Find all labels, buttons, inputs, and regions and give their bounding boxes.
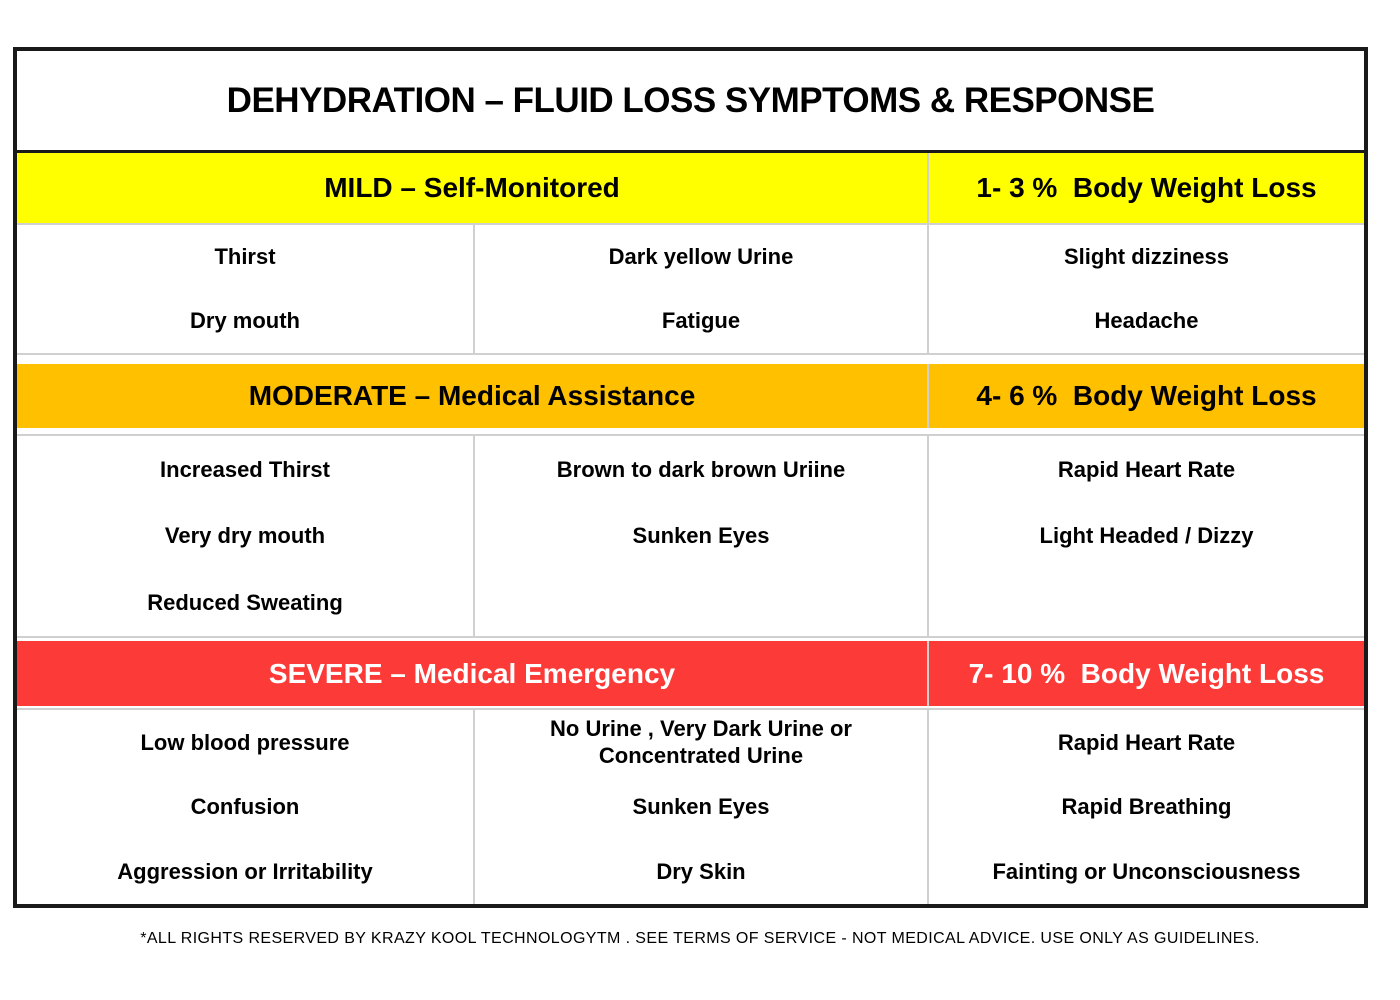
symptom-cell: Very dry mouth (164, 523, 326, 549)
severity-band-mild: MILD – Self-Monitored 1- 3 % Body Weight… (17, 153, 1364, 225)
symptom-cell: Fainting or Unconsciousness (992, 858, 1301, 884)
moderate-column-3: Rapid Heart Rate Light Headed / Dizzy (927, 436, 1364, 636)
severity-band-severe: SEVERE – Medical Emergency 7- 10 % Body … (17, 638, 1364, 710)
band-label-mild: MILD – Self-Monitored (17, 153, 927, 223)
mild-column-2: Dark yellow Urine Fatigue (473, 225, 927, 353)
band-weight-loss-mild: 1- 3 % Body Weight Loss (927, 153, 1364, 223)
symptom-cell: Thirst (214, 244, 276, 270)
symptom-cell: Dry Skin (656, 858, 746, 884)
severe-column-1: Low blood pressure Confusion Aggression … (17, 710, 473, 904)
severity-band-moderate: MODERATE – Medical Assistance 4- 6 % Bod… (17, 355, 1364, 436)
symptom-cell: Dark yellow Urine (608, 244, 794, 270)
symptom-cell: Sunken Eyes (632, 794, 770, 820)
footer-disclaimer: *ALL RIGHTS RESERVED BY KRAZY KOOL TECHN… (140, 930, 1260, 947)
symptom-cell: Light Headed / Dizzy (1039, 523, 1254, 549)
band-label-moderate: MODERATE – Medical Assistance (17, 364, 927, 428)
symptom-cell: Confusion (190, 794, 300, 820)
band-weight-loss-severe: 7- 10 % Body Weight Loss (927, 641, 1364, 706)
symptom-cell: Low blood pressure (140, 729, 350, 755)
symptom-cell: Rapid Heart Rate (1057, 729, 1236, 755)
symptom-cell: No Urine , Very Dark Urine or Concentrat… (550, 715, 852, 769)
symptom-cell: Dry mouth (190, 308, 300, 334)
mild-column-1: Thirst Dry mouth (17, 225, 473, 353)
symptom-cell: Brown to dark brown Uriine (556, 456, 846, 482)
moderate-column-1: Increased Thirst Very dry mouth Reduced … (17, 436, 473, 636)
band-weight-loss-moderate: 4- 6 % Body Weight Loss (927, 364, 1364, 428)
table-title-row: DEHYDRATION – FLUID LOSS SYMPTOMS & RESP… (17, 51, 1364, 153)
dehydration-table: DEHYDRATION – FLUID LOSS SYMPTOMS & RESP… (13, 47, 1368, 908)
symptom-section-mild: Thirst Dry mouth Dark yellow Urine Fatig… (17, 225, 1364, 355)
symptom-cell: Aggression or Irritability (117, 858, 373, 884)
mild-column-3: Slight dizziness Headache (927, 225, 1364, 353)
symptom-cell: Reduced Sweating (147, 589, 343, 615)
symptom-cell: Rapid Heart Rate (1057, 456, 1236, 482)
moderate-column-2: Brown to dark brown Uriine Sunken Eyes (473, 436, 927, 636)
symptom-cell: Sunken Eyes (632, 523, 770, 549)
band-label-severe: SEVERE – Medical Emergency (17, 641, 927, 706)
severe-column-3: Rapid Heart Rate Rapid Breathing Faintin… (927, 710, 1364, 904)
symptom-cell: Fatigue (661, 308, 741, 334)
symptom-cell-empty (475, 569, 927, 636)
symptom-cell-empty (929, 569, 1364, 636)
symptom-cell: Slight dizziness (1063, 244, 1230, 270)
severe-column-2: No Urine , Very Dark Urine or Concentrat… (473, 710, 927, 904)
symptom-cell: Increased Thirst (160, 456, 330, 482)
table-title: DEHYDRATION – FLUID LOSS SYMPTOMS & RESP… (226, 80, 1155, 120)
symptom-section-severe: Low blood pressure Confusion Aggression … (17, 710, 1364, 904)
symptom-section-moderate: Increased Thirst Very dry mouth Reduced … (17, 436, 1364, 638)
symptom-cell: Headache (1094, 308, 1199, 334)
symptom-cell: Rapid Breathing (1061, 794, 1232, 820)
